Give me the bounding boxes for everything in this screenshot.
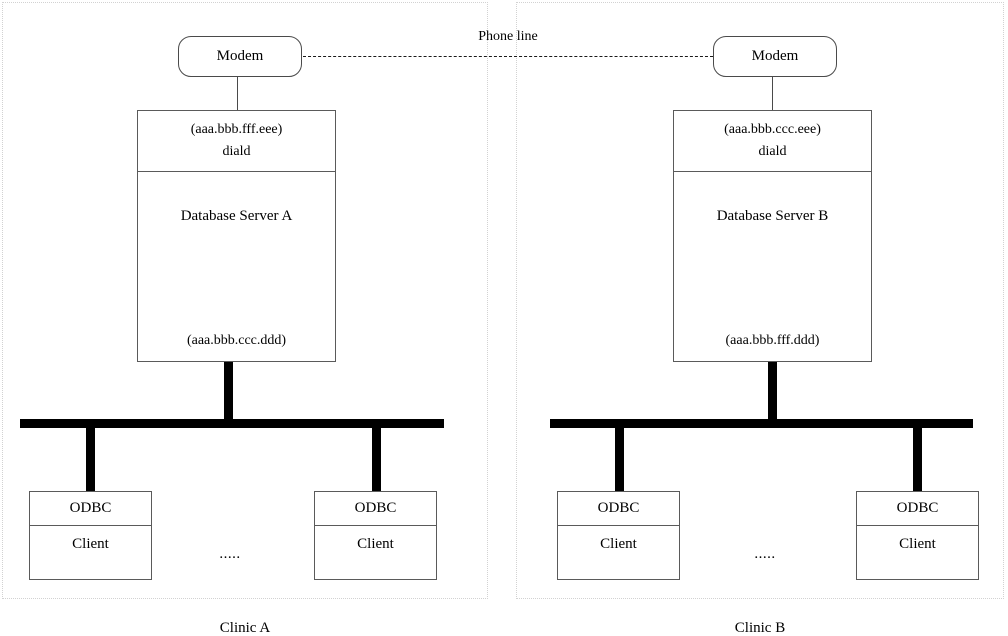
clinic-b-caption: Clinic B	[734, 620, 786, 636]
server-b-title: Database Server B	[716, 208, 829, 224]
client-a2-network-drop	[372, 427, 381, 492]
clinic-b-clients-ellipsis: .....	[754, 546, 776, 562]
server-a-body: Database Server A (aaa.bbb.ccc.ddd)	[138, 172, 335, 361]
client-b1: ODBC Client	[557, 491, 680, 580]
server-b-body: Database Server B (aaa.bbb.fff.ddd)	[674, 172, 871, 361]
client-b2-network-drop	[913, 427, 922, 492]
clinic-a-caption: Clinic A	[219, 620, 271, 636]
client-b2-role: Client	[899, 536, 936, 552]
phone-line-label: Phone line	[478, 29, 538, 44]
server-a-ip-top: (aaa.bbb.fff.eee)	[190, 122, 283, 137]
clinic-b-panel	[516, 2, 1004, 599]
client-b1-interface: ODBC	[558, 492, 679, 526]
server-a-ip-bottom: (aaa.bbb.ccc.ddd)	[186, 333, 287, 348]
client-b1-role: Client	[600, 536, 637, 552]
clinic-a-panel	[2, 2, 488, 599]
modem-server-link-b	[772, 77, 773, 111]
server-a-header: (aaa.bbb.fff.eee) diald	[138, 111, 335, 172]
client-b2: ODBC Client	[856, 491, 979, 580]
client-a2-interface: ODBC	[315, 492, 436, 526]
network-bus-clinic-b	[550, 419, 973, 428]
modem-label: Modem	[751, 48, 799, 64]
server-a-daemon: diald	[222, 144, 251, 159]
client-b2-interface: ODBC	[857, 492, 978, 526]
server-b-header: (aaa.bbb.ccc.eee) diald	[674, 111, 871, 172]
server-b-ip-bottom: (aaa.bbb.fff.ddd)	[725, 333, 820, 348]
phone-line-connector	[303, 56, 713, 57]
client-b1-network-drop	[615, 427, 624, 492]
client-a1-role: Client	[72, 536, 109, 552]
modem-label: Modem	[216, 48, 264, 64]
client-a1-interface: ODBC	[30, 492, 151, 526]
client-a2-role: Client	[357, 536, 394, 552]
server-a-title: Database Server A	[180, 208, 293, 224]
modem-clinic-b: Modem	[713, 36, 837, 77]
network-bus-clinic-a	[20, 419, 444, 428]
database-server-b: (aaa.bbb.ccc.eee) diald Database Server …	[673, 110, 872, 362]
server-a-network-drop	[224, 362, 233, 420]
database-server-a: (aaa.bbb.fff.eee) diald Database Server …	[137, 110, 336, 362]
client-a2: ODBC Client	[314, 491, 437, 580]
server-b-daemon: diald	[758, 144, 787, 159]
server-b-network-drop	[768, 362, 777, 420]
modem-clinic-a: Modem	[178, 36, 302, 77]
client-a1-network-drop	[86, 427, 95, 492]
clinic-a-clients-ellipsis: .....	[219, 546, 241, 562]
modem-server-link-a	[237, 77, 238, 111]
client-a1: ODBC Client	[29, 491, 152, 580]
server-b-ip-top: (aaa.bbb.ccc.eee)	[724, 122, 821, 137]
